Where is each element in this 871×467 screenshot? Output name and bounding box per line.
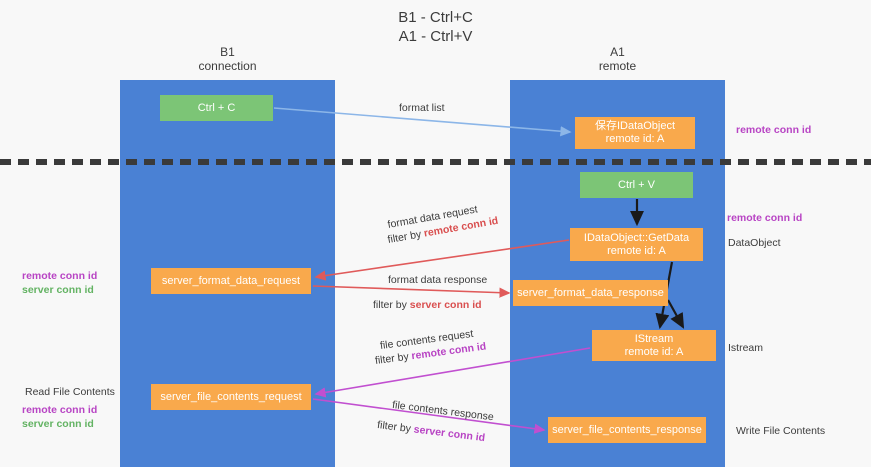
page-title: B1 - Ctrl+C A1 - Ctrl+V xyxy=(0,8,871,46)
box-server-format-data-request[interactable]: server_format_data_request xyxy=(151,268,311,294)
edge-label-file-contents-response: file contents response xyxy=(391,399,495,424)
lane-header-b1-subtitle: connection xyxy=(198,59,257,73)
box-istream-line1: IStream xyxy=(634,332,674,345)
box-save-idataobject[interactable]: 保存IDataObject remote id: A xyxy=(575,117,695,149)
box-server-file-contents-response[interactable]: server_file_contents_response xyxy=(548,417,706,443)
box-server-file-contents-response-label: server_file_contents_response xyxy=(552,423,702,436)
arrow-format-data-response xyxy=(312,285,511,298)
filter-value-server-conn-id: server conn id xyxy=(409,299,482,311)
side-label-left-remote-conn-id: remote conn id xyxy=(22,270,98,282)
filter-prefix: filter by xyxy=(376,419,415,436)
side-label-left-server-conn-id-2: server conn id xyxy=(22,418,94,430)
box-server-format-data-response-label: server_format_data_response xyxy=(517,286,664,299)
box-save-idataobject-line1: 保存IDataObject xyxy=(594,120,676,132)
box-ctrl-v-line1: Ctrl + V xyxy=(618,178,655,191)
box-idataobject-getdata[interactable]: IDataObject::GetData remote id: A xyxy=(570,228,703,261)
side-label-right-remote-conn-id-top: remote conn id xyxy=(736,124,812,136)
side-label-write-file-contents: Write File Contents xyxy=(736,425,826,437)
side-label-dataobject: DataObject xyxy=(728,237,781,249)
box-save-idataobject-line2: remote id: A xyxy=(605,133,665,145)
box-idataobject-getdata-line1: IDataObject::GetData xyxy=(583,231,690,244)
edge-label-format-list: format list xyxy=(399,102,445,114)
side-label-left-server-conn-id: server conn id xyxy=(22,284,94,296)
box-istream[interactable]: IStream remote id: A xyxy=(592,330,716,361)
box-ctrl-c[interactable]: Ctrl + C xyxy=(160,95,273,121)
side-label-left-remote-conn-id-2: remote conn id xyxy=(22,404,98,416)
box-server-file-contents-request[interactable]: server_file_contents_request xyxy=(151,384,311,410)
filter-value-server-conn-id: server conn id xyxy=(413,423,486,445)
box-server-file-contents-request-label: server_file_contents_request xyxy=(160,390,302,403)
side-label-read-file-contents: Read File Contents xyxy=(25,386,115,398)
edge-label-format-data-response-filter: filter by server conn id xyxy=(373,299,482,312)
side-label-right-remote-conn-id-mid: remote conn id xyxy=(727,212,803,224)
title-line-1: B1 - Ctrl+C xyxy=(398,9,473,26)
box-server-format-data-response[interactable]: server_format_data_response xyxy=(513,280,668,306)
edge-label-format-data-response: format data response xyxy=(388,274,488,286)
box-istream-line2: remote id: A xyxy=(624,345,684,358)
box-idataobject-getdata-line2: remote id: A xyxy=(607,244,666,257)
box-ctrl-c-line1: Ctrl + C xyxy=(197,101,236,114)
edge-label-file-contents-response-filter: filter by server conn id xyxy=(376,419,486,445)
lane-header-a1-subtitle: remote xyxy=(598,59,637,73)
lane-header-b1: B1 connection xyxy=(120,45,335,73)
box-ctrl-v[interactable]: Ctrl + V xyxy=(580,172,693,198)
filter-prefix: filter by xyxy=(373,299,410,311)
lane-header-a1-title: A1 xyxy=(610,45,625,59)
side-label-istream: Istream xyxy=(728,342,764,354)
box-server-format-data-request-label: server_format_data_request xyxy=(161,274,301,287)
title-line-2: A1 - Ctrl+V xyxy=(398,28,473,45)
lane-header-b1-title: B1 xyxy=(220,45,235,59)
lane-header-a1: A1 remote xyxy=(510,45,725,73)
